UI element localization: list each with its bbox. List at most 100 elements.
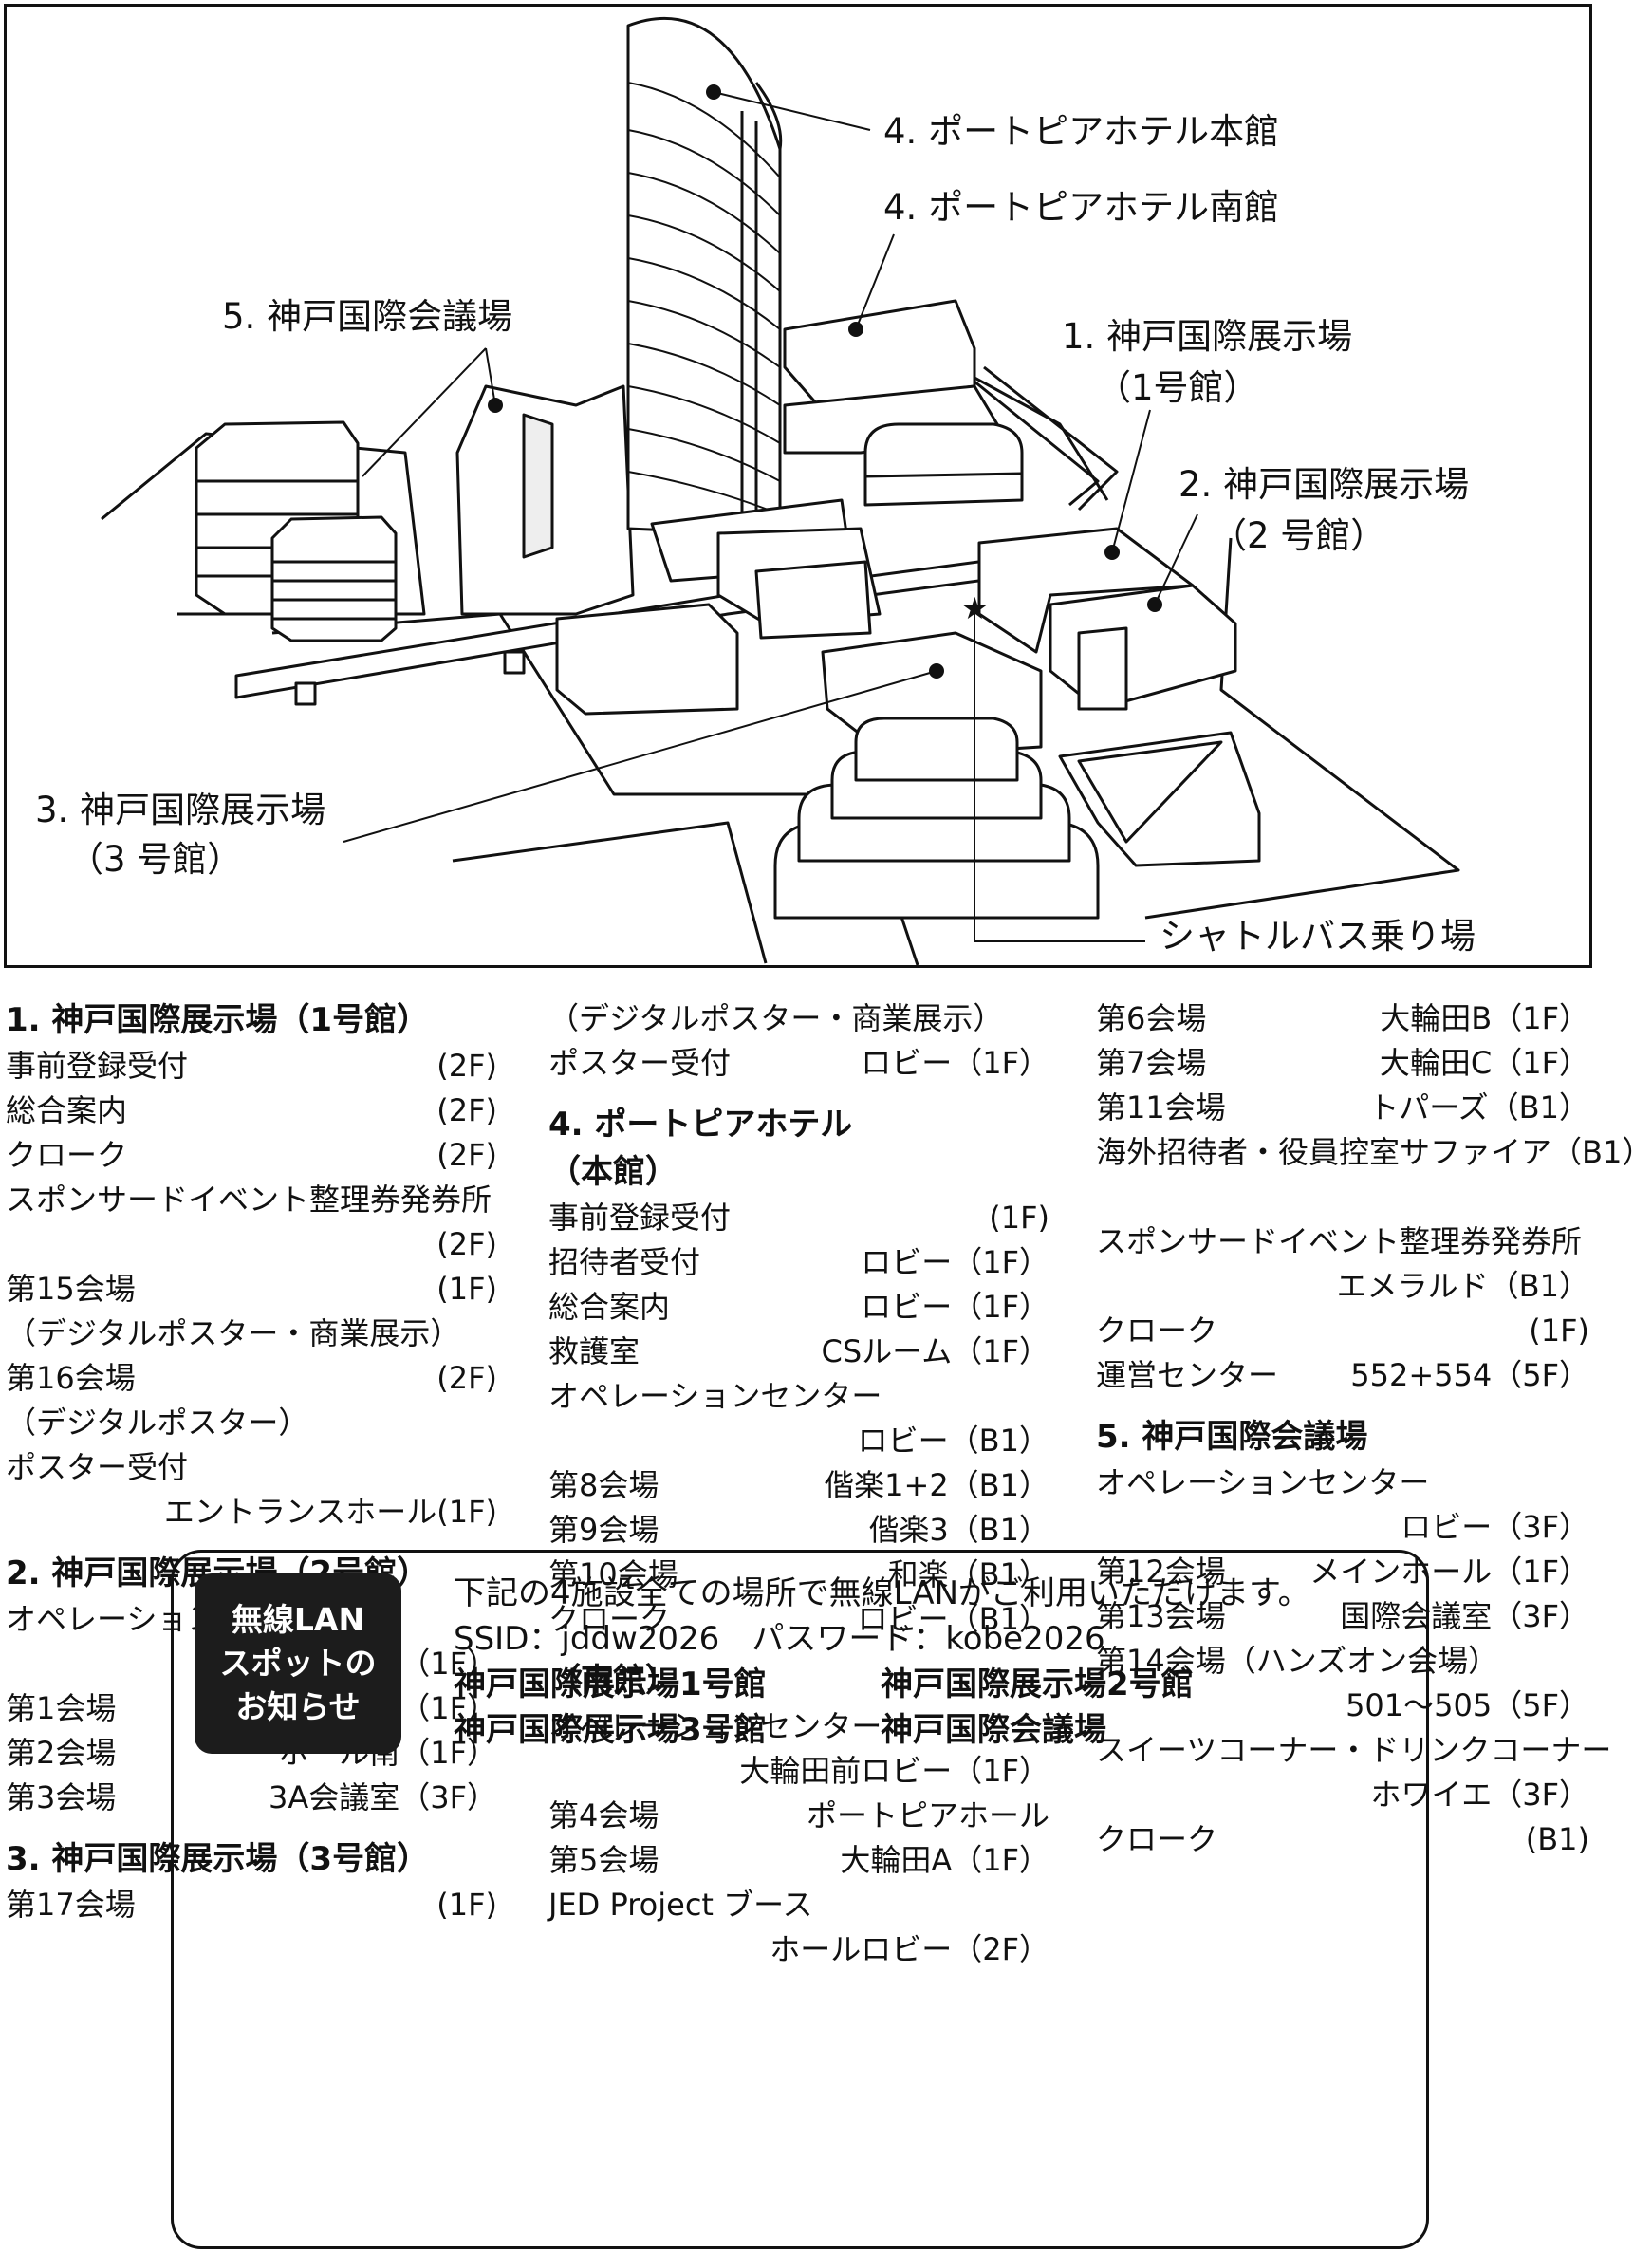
list-item-value: エントランスホール(1F)	[163, 1494, 497, 1530]
list-item-note: （デジタルポスター）	[6, 1405, 309, 1441]
list-item: 第14会場（ハンズオン会場）	[1096, 1643, 1499, 1679]
conference-center-notch	[522, 413, 554, 559]
list-item: 第5会場大輪田A（1F）	[548, 1842, 1049, 1878]
list-item: クローク(B1)	[1096, 1821, 1589, 1857]
list-item: 第11会場トパーズ（B1）	[1096, 1089, 1589, 1126]
section-heading-hall1: 1. 神戸国際展示場（1号館）	[6, 1001, 430, 1039]
directory-column-2: （デジタルポスター・商業展示） ポスター受付ロビー（1F） 4. ポートピアホテ…	[548, 996, 1049, 1972]
section-heading-hotel: 4. ポートピアホテル	[548, 1106, 853, 1144]
wifi-notice-box	[171, 1550, 1429, 2249]
list-item: 第9会場偕楽3（B1）	[548, 1512, 1049, 1548]
list-item-value: ロビー（B1）	[857, 1423, 1049, 1459]
list-item: 第6会場大輪田B（1F）	[1096, 1000, 1589, 1036]
section-subheading-hotel-main: （本館）	[548, 1153, 678, 1191]
list-item-value: 501～505（5F）	[1346, 1687, 1589, 1723]
map-label-shuttle: シャトルバス乗り場	[1160, 916, 1476, 957]
list-item: ポスター受付	[6, 1449, 189, 1485]
list-item-note: （デジタルポスター・商業展示）	[6, 1315, 461, 1351]
directory-column-3: 第6会場大輪田B（1F） 第7会場大輪田C（1F） 第11会場トパーズ（B1） …	[1096, 996, 1652, 1862]
map-label-conference: 5. 神戸国際会議場	[222, 296, 513, 337]
ground-outline	[452, 821, 768, 964]
tower-floor-lines	[627, 82, 781, 515]
list-item: 第12会場メインホール（1F）	[1096, 1554, 1589, 1590]
list-item: クローク(1F)	[1096, 1312, 1589, 1349]
hotel-main-tower-edge	[754, 82, 783, 150]
list-item: ポスター受付ロビー（1F）	[548, 1045, 1049, 1081]
hall2-annex	[1077, 626, 1128, 711]
road	[974, 380, 1100, 507]
wifi-credentials: SSID：jddw2026 パスワード：kobe2026	[454, 1620, 1105, 1658]
map-label-hall2: 2. 神戸国際展示場	[1179, 464, 1470, 505]
section-heading-conference: 5. 神戸国際会議場	[1096, 1418, 1368, 1456]
hall1-building	[977, 527, 1195, 654]
list-item: オペレーションセンター	[548, 1708, 882, 1744]
list-item: 事前登録受付(1F)	[548, 1200, 1049, 1236]
section-subheading-hotel-south: （南館）	[548, 1662, 678, 1700]
map-label-hall3-sub: （3 号館）	[68, 839, 243, 880]
wifi-venue: 神戸国際展示場2号館	[881, 1666, 1194, 1703]
map-label-hall1-sub: （1号館）	[1096, 367, 1259, 408]
list-item: クロークロビー（B1）	[548, 1601, 1049, 1637]
location-dots	[488, 84, 1162, 679]
conference-tower-block	[270, 515, 398, 642]
list-item: オペレーションセンター	[548, 1378, 882, 1414]
list-item-value: ホールロビー（2F）	[770, 1931, 1049, 1967]
wifi-venues-row: 神戸国際展示場1号館 神戸国際展示場2号館	[454, 1662, 1310, 1707]
list-item: JED Project ブース	[548, 1887, 813, 1923]
list-item: 総合案内(2F)	[6, 1092, 497, 1128]
list-item-value: エメラルド（B1）	[1336, 1268, 1589, 1304]
shuttle-star-icon: ★	[961, 590, 989, 626]
list-item: 第4会場ポートピアホール	[548, 1797, 1049, 1833]
list-item: 海外招待者・役員控室サファイア（B1）	[1096, 1134, 1652, 1170]
wifi-description: 下記の4施設全ての場所で無線LANがご利用いただけます。	[454, 1574, 1310, 1612]
list-item-value: ロビー（3F）	[1401, 1509, 1589, 1545]
list-item: 総合案内ロビー（1F）	[548, 1289, 1049, 1325]
list-item: スポンサードイベント整理券発券所	[1096, 1223, 1583, 1259]
road-pillar	[503, 650, 526, 675]
floor-line	[864, 472, 1023, 478]
wifi-venue: 神戸国際展示場1号館	[454, 1666, 767, 1703]
map-label-hotel-south: 4. ポートピアホテル南館	[883, 187, 1280, 228]
list-item: 第16会場(2F)	[6, 1360, 497, 1396]
venue-map-illustration: ★	[101, 16, 1460, 966]
list-item: スポンサードイベント整理券発券所	[6, 1182, 492, 1218]
list-item-value: ホワイエ（3F）	[1370, 1777, 1589, 1813]
walkway-block	[754, 560, 872, 640]
list-item: 招待者受付ロビー（1F）	[548, 1244, 1049, 1280]
list-item-value: 大輪田前ロビー（1F）	[739, 1753, 1049, 1789]
venue-map: ★ 4. ポートピアホテル本館 4. ポートピアホテル南館 5. 神戸国際会議場…	[4, 4, 1592, 968]
list-item: オペレーションセンター	[1096, 1464, 1430, 1500]
list-item: 第17会場(1F)	[6, 1887, 497, 1923]
wifi-venue: 神戸国際展示場3号館	[454, 1711, 767, 1749]
section-heading-hall3: 3. 神戸国際展示場（3号館）	[6, 1840, 430, 1878]
list-item: スイーツコーナー・ドリンクコーナー	[1096, 1732, 1612, 1768]
leader-lines	[343, 91, 1198, 942]
list-item: 第15会場(1F)	[6, 1271, 497, 1307]
wifi-badge: 無線LAN スポットの お知らせ	[195, 1573, 401, 1754]
list-item-note: （デジタルポスター・商業展示）	[548, 1000, 1004, 1036]
hotel-south-annex	[863, 422, 1024, 507]
wifi-venue: 神戸国際会議場	[881, 1711, 1106, 1749]
list-item-value: (2F)	[436, 1226, 497, 1262]
map-label-hall3: 3. 神戸国際展示場	[35, 790, 326, 830]
road-pillar	[294, 681, 317, 706]
list-item: 第8会場偕楽1+2（B1）	[548, 1467, 1049, 1503]
wifi-info: 下記の4施設全ての場所で無線LANがご利用いただけます。 SSID：jddw20…	[454, 1571, 1310, 1753]
triangle-building	[1058, 731, 1261, 867]
map-label-hall1: 1. 神戸国際展示場	[1062, 316, 1353, 357]
hall3-building	[555, 603, 739, 716]
list-item: 第10会場和楽（B1）	[548, 1556, 1049, 1592]
map-label-hotel-main: 4. ポートピアホテル本館	[883, 111, 1280, 152]
road	[983, 365, 1119, 512]
triangle-roof	[1077, 740, 1223, 844]
map-label-hall2-sub: （2 号館）	[1212, 515, 1386, 556]
list-item: 第7会場大輪田C（1F）	[1096, 1045, 1589, 1081]
list-item: 事前登録受付(2F)	[6, 1048, 497, 1084]
list-item: クローク(2F)	[6, 1137, 497, 1173]
list-item: 第13会場国際会議室（3F）	[1096, 1598, 1589, 1634]
stepped-building	[854, 717, 1019, 782]
wifi-venues-row: 神戸国際展示場3号館 神戸国際会議場	[454, 1707, 1310, 1753]
